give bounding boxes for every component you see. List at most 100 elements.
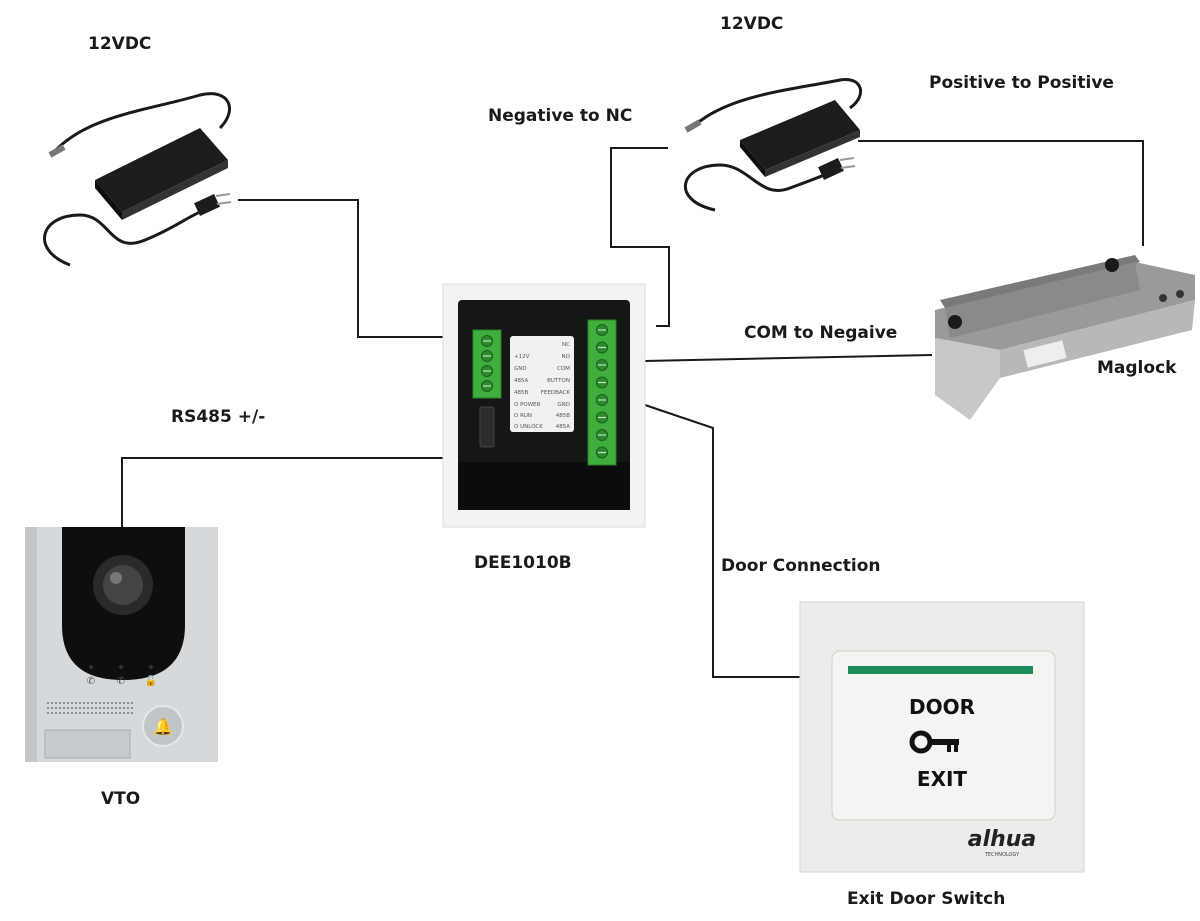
speaker-hole	[47, 707, 49, 709]
brand-logo: alhua	[968, 827, 1037, 852]
label-psu-right-voltage: 12VDC	[720, 14, 784, 34]
speaker-hole	[119, 702, 121, 704]
speaker-grille	[47, 702, 133, 714]
wire-negative-to-nc	[610, 147, 670, 327]
speaker-hole	[111, 707, 113, 709]
term-left-1: GND	[514, 366, 527, 372]
speaker-hole	[67, 707, 69, 709]
speaker-hole	[51, 702, 53, 704]
term-right-6: 485B	[556, 413, 570, 419]
speaker-hole	[123, 712, 125, 714]
speaker-hole	[59, 712, 61, 714]
speaker-hole	[111, 712, 113, 714]
power-supply-right	[684, 77, 862, 212]
speaker-hole	[91, 707, 93, 709]
term-right-2: COM	[557, 366, 570, 372]
term-right-3: BUTTON	[547, 378, 570, 384]
unlock-icon: 🔓	[145, 674, 157, 687]
speaker-hole	[47, 712, 49, 714]
wire-com-to-negative	[644, 354, 933, 362]
term-right-1: NO	[562, 354, 571, 360]
switch-door-text: DOOR	[909, 695, 975, 719]
term-left-0: +12V	[514, 354, 530, 360]
exit-door-switch: DOOR EXIT alhua TECHNOLOGY	[799, 601, 1085, 873]
speaker-hole	[75, 702, 77, 704]
speaker-hole	[107, 712, 109, 714]
speaker-hole	[99, 702, 101, 704]
speaker-hole	[103, 712, 105, 714]
speaker-hole	[127, 707, 129, 709]
speaker-hole	[71, 712, 73, 714]
speaker-hole	[111, 702, 113, 704]
term-left-2: 485A	[514, 378, 528, 384]
maglock	[935, 255, 1195, 420]
phone-icon: ✆	[87, 676, 95, 687]
bell-icon: 🔔	[153, 717, 173, 736]
speaker-hole	[83, 702, 85, 704]
term-left-4: O POWER	[514, 402, 541, 408]
speaker-hole	[99, 707, 101, 709]
wire-door-connection	[644, 404, 800, 678]
speaker-hole	[131, 712, 133, 714]
speaker-hole	[119, 707, 121, 709]
wires	[121, 140, 1144, 678]
speaker-hole	[115, 712, 117, 714]
speaker-hole	[63, 707, 65, 709]
label-exit-door-switch: Exit Door Switch	[847, 889, 1006, 909]
speaker-hole	[67, 712, 69, 714]
phone-check-icon: ✆	[117, 676, 125, 687]
key-icon	[909, 730, 959, 754]
speaker-hole	[91, 702, 93, 704]
term-left-5: O RUN	[514, 413, 532, 419]
speaker-hole	[71, 707, 73, 709]
term-left-3: 485B	[514, 390, 528, 396]
speaker-hole	[87, 702, 89, 704]
label-controller-model: DEE1010B	[474, 553, 572, 573]
call-button	[142, 705, 184, 747]
speaker-hole	[67, 702, 69, 704]
term-right-7: 485A	[556, 424, 570, 430]
speaker-hole	[59, 702, 61, 704]
label-rs485: RS485 +/-	[171, 407, 266, 427]
speaker-hole	[83, 707, 85, 709]
speaker-hole	[63, 712, 65, 714]
brand-sub: TECHNOLOGY	[984, 852, 1020, 858]
speaker-hole	[59, 707, 61, 709]
speaker-hole	[115, 707, 117, 709]
speaker-hole	[99, 712, 101, 714]
term-left-6: O UNLOCK	[514, 424, 543, 430]
speaker-hole	[55, 702, 57, 704]
speaker-hole	[131, 702, 133, 704]
speaker-hole	[103, 702, 105, 704]
speaker-hole	[91, 712, 93, 714]
speaker-hole	[55, 707, 57, 709]
name-plate	[44, 729, 131, 759]
controller-label-plate	[510, 336, 574, 432]
terminal-screws-right	[596, 324, 608, 459]
terminal-screws-left	[481, 335, 493, 392]
speaker-hole	[115, 702, 117, 704]
speaker-hole	[79, 707, 81, 709]
label-vto: VTO	[101, 789, 141, 809]
speaker-hole	[79, 702, 81, 704]
power-supply-left	[43, 92, 232, 267]
speaker-hole	[127, 702, 129, 704]
switch-exit-text: EXIT	[917, 767, 968, 791]
term-right-0: NC	[562, 342, 570, 348]
label-maglock: Maglock	[1097, 358, 1177, 378]
speaker-hole	[75, 712, 77, 714]
term-right-4: FEEDBACK	[541, 390, 571, 396]
speaker-hole	[95, 712, 97, 714]
wire-rs485	[121, 457, 443, 527]
speaker-hole	[87, 707, 89, 709]
label-psu-left-voltage: 12VDC	[88, 34, 152, 54]
wire-positive-to-positive	[858, 140, 1144, 246]
speaker-hole	[103, 707, 105, 709]
speaker-hole	[71, 702, 73, 704]
vto: ✆ ✆ 🔓 🔔	[25, 527, 218, 762]
term-right-5: GND	[557, 402, 570, 408]
wire-left-psu-to-controller	[238, 199, 443, 338]
speaker-hole	[95, 707, 97, 709]
speaker-hole	[79, 712, 81, 714]
